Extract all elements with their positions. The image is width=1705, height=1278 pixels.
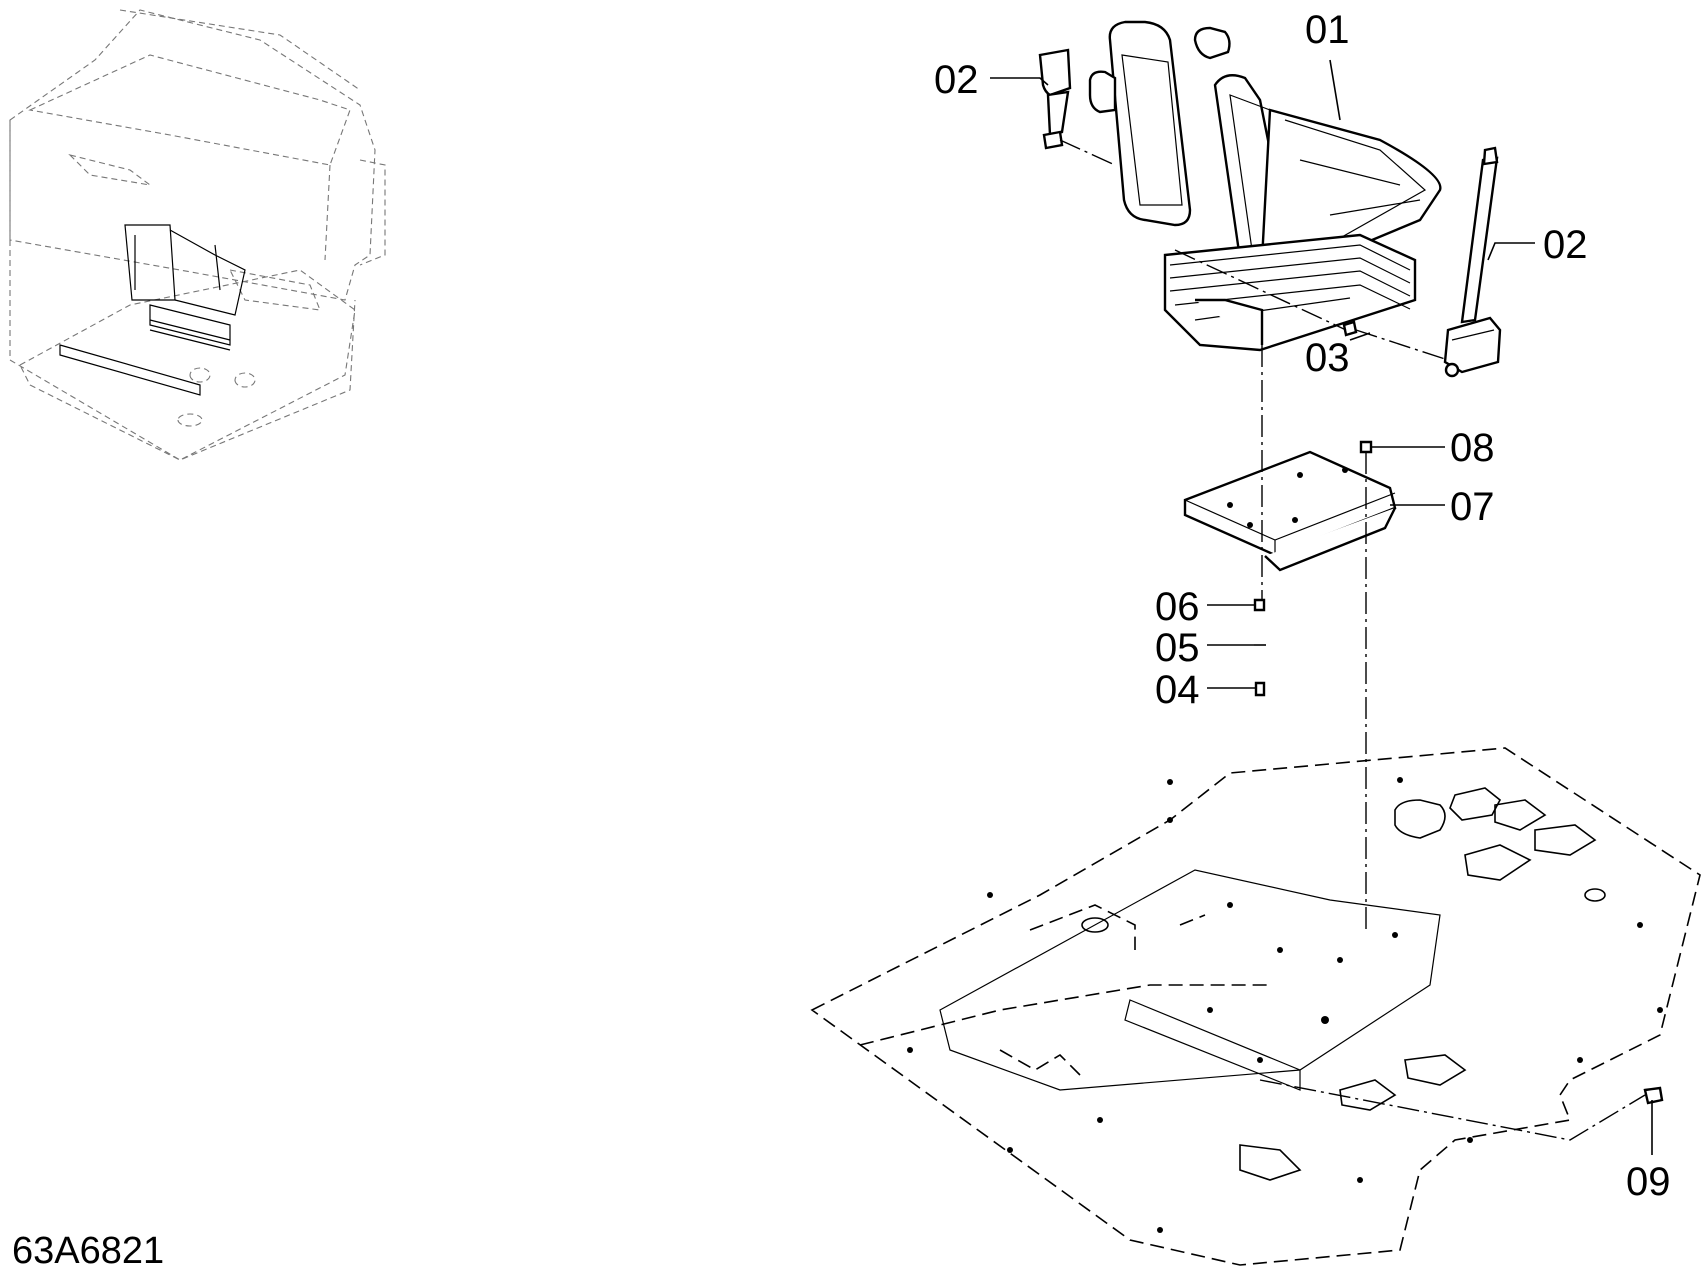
callout-04: 04 bbox=[1155, 668, 1200, 712]
callout-02-buckle: 02 bbox=[934, 58, 979, 102]
cab-floor-plate bbox=[810, 747, 1701, 1266]
drawing-number: 63A6821 bbox=[12, 1230, 165, 1272]
callout-03: 03 bbox=[1305, 336, 1350, 380]
callout-01: 01 bbox=[1305, 8, 1350, 52]
callout-06: 06 bbox=[1155, 585, 1200, 629]
leader-lines bbox=[990, 59, 1653, 1155]
callout-05: 05 bbox=[1155, 626, 1200, 670]
cab-overview-illustration bbox=[9, 9, 386, 461]
bolt-03 bbox=[1342, 320, 1358, 337]
seat-belt-retractor bbox=[1443, 146, 1502, 378]
assembly-centerlines bbox=[1059, 139, 1646, 1141]
seat-belt-buckle bbox=[1038, 48, 1072, 150]
callout-07: 07 bbox=[1450, 485, 1495, 529]
fastener-stack bbox=[1253, 598, 1266, 697]
callout-09: 09 bbox=[1626, 1160, 1671, 1204]
callout-08: 08 bbox=[1450, 426, 1495, 470]
bolt-08 bbox=[1359, 440, 1373, 454]
callout-02-retractor: 02 bbox=[1543, 223, 1588, 267]
seat-mounting-plate bbox=[1183, 450, 1397, 572]
bolt-09 bbox=[1643, 1086, 1664, 1105]
operator-seat bbox=[1088, 20, 1442, 352]
